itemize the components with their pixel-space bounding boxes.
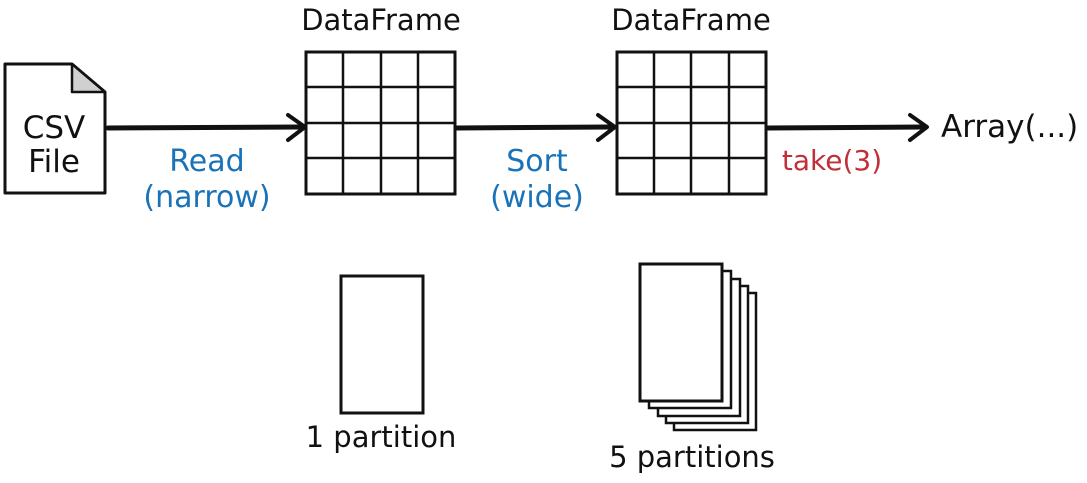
arrowhead-icon	[596, 113, 617, 142]
five-partitions-label: 5 partitions	[609, 440, 775, 474]
dataframe-node-2: DataFrame	[611, 3, 771, 196]
one-partition-label: 1 partition	[306, 420, 457, 454]
partition-page	[339, 274, 425, 415]
read-arrow: Read (narrow)	[105, 113, 307, 215]
read-label-line2: (narrow)	[143, 180, 270, 215]
file-corner-fold	[70, 62, 107, 94]
array-result-label: Array(...)	[941, 109, 1078, 145]
take-arrow: take(3)	[765, 113, 929, 177]
file-icon	[3, 62, 107, 195]
dataframe-1-title: DataFrame	[301, 3, 461, 37]
take-label: take(3)	[782, 144, 882, 177]
five-partitions-node: 5 partitions	[609, 262, 775, 474]
sort-arrow: Sort (wide)	[454, 113, 617, 215]
arrowhead-icon	[908, 113, 929, 142]
csv-file-node: CSV File	[3, 62, 107, 195]
csv-file-label-line2: File	[28, 144, 80, 180]
dataframe-node-1: DataFrame	[301, 3, 461, 196]
partition-page	[638, 262, 724, 403]
read-label-line1: Read	[169, 144, 244, 179]
one-partition-node: 1 partition	[306, 274, 457, 454]
sort-label-line1: Sort	[506, 144, 568, 179]
csv-file-label-line1: CSV	[23, 110, 86, 146]
sort-label-line2: (wide)	[490, 180, 584, 215]
dataframe-2-title: DataFrame	[611, 3, 771, 37]
